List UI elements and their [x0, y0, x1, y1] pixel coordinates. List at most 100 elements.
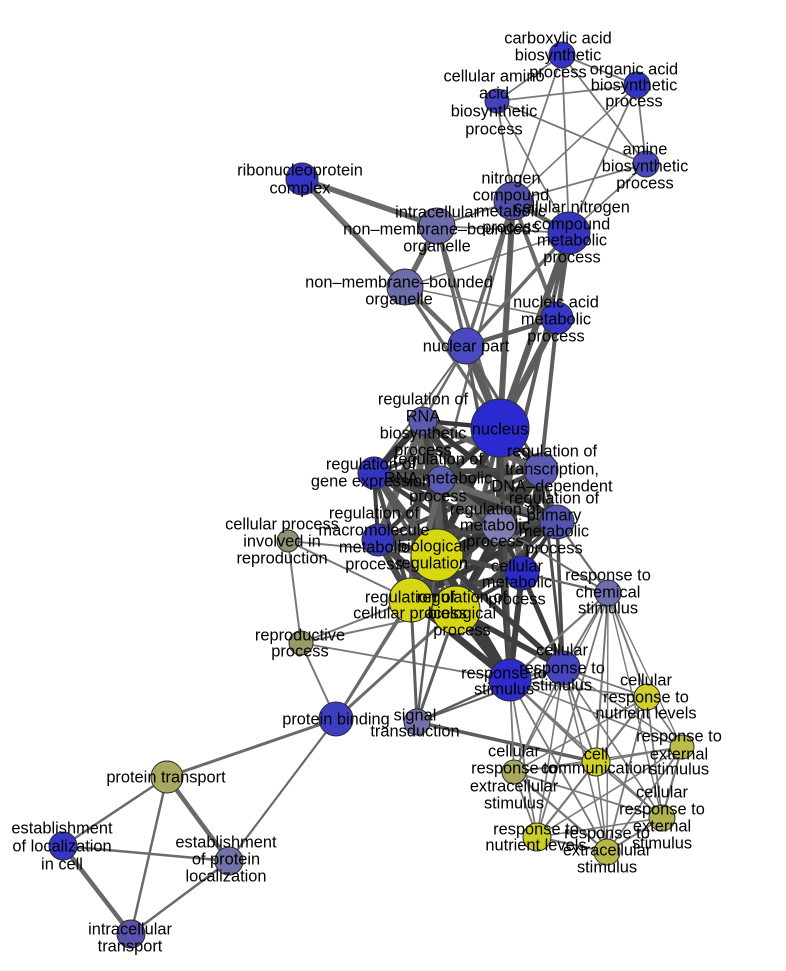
- svg-text:nucleic acid: nucleic acid: [513, 294, 599, 312]
- svg-text:reproductive: reproductive: [255, 627, 345, 645]
- svg-text:regulation of: regulation of: [365, 589, 456, 607]
- svg-text:compound: compound: [473, 187, 550, 205]
- svg-text:extracellular: extracellular: [563, 842, 652, 860]
- svg-text:external: external: [650, 746, 708, 764]
- svg-text:primary: primary: [527, 507, 582, 525]
- svg-text:protein binding: protein binding: [282, 711, 390, 729]
- svg-text:signal: signal: [394, 707, 437, 725]
- svg-text:macromolecule: macromolecule: [318, 522, 429, 540]
- svg-text:non–membrane–bounded: non–membrane–bounded: [305, 274, 493, 292]
- svg-text:regulation of: regulation of: [507, 443, 598, 461]
- svg-text:external: external: [633, 818, 691, 836]
- svg-text:nutrient levels: nutrient levels: [485, 837, 586, 855]
- svg-text:of localization: of localization: [12, 838, 111, 856]
- svg-text:carboxylic acid: carboxylic acid: [504, 30, 612, 48]
- svg-text:biological: biological: [428, 605, 496, 623]
- svg-text:cellular nitrogen: cellular nitrogen: [514, 199, 630, 217]
- svg-text:establishment: establishment: [175, 834, 277, 852]
- svg-text:nutrient levels: nutrient levels: [595, 705, 696, 723]
- svg-text:response to: response to: [603, 689, 689, 707]
- svg-text:stimulus: stimulus: [632, 835, 692, 853]
- svg-text:localization: localization: [185, 868, 266, 886]
- svg-text:cellular process: cellular process: [225, 516, 339, 534]
- svg-text:in cell: in cell: [41, 856, 83, 874]
- svg-text:stimulus: stimulus: [474, 681, 534, 699]
- svg-text:organic acid: organic acid: [590, 61, 678, 79]
- svg-text:intracellular: intracellular: [88, 921, 172, 939]
- svg-text:process: process: [543, 249, 600, 267]
- svg-text:response to: response to: [519, 660, 605, 678]
- svg-text:process: process: [271, 643, 328, 661]
- svg-text:process: process: [465, 121, 522, 139]
- svg-text:process: process: [529, 64, 586, 82]
- svg-text:metabolic: metabolic: [339, 539, 409, 557]
- svg-text:regulation of: regulation of: [509, 490, 600, 508]
- svg-text:response to: response to: [471, 760, 557, 778]
- svg-text:regulation of: regulation of: [417, 589, 508, 607]
- svg-text:compound: compound: [534, 216, 611, 234]
- svg-text:regulation of: regulation of: [450, 501, 541, 519]
- svg-text:biosynthetic: biosynthetic: [515, 47, 602, 65]
- svg-text:process: process: [466, 533, 523, 551]
- svg-text:gene expression: gene expression: [311, 473, 431, 491]
- svg-text:chemical: chemical: [576, 584, 641, 602]
- svg-text:cellular amino: cellular amino: [443, 68, 544, 86]
- svg-text:of protein: of protein: [192, 851, 260, 869]
- svg-text:extracellular: extracellular: [470, 778, 559, 796]
- svg-text:complex: complex: [269, 180, 331, 198]
- svg-text:stimulus: stimulus: [649, 761, 709, 779]
- svg-text:RNA: RNA: [406, 408, 441, 426]
- svg-text:regulation of: regulation of: [329, 505, 420, 523]
- svg-text:response to: response to: [461, 665, 547, 683]
- svg-text:amine: amine: [623, 141, 668, 159]
- svg-text:response to: response to: [564, 825, 650, 843]
- svg-text:non–membrane–bounded: non–membrane–bounded: [343, 221, 531, 239]
- svg-text:RNA metabolic: RNA metabolic: [384, 470, 492, 488]
- svg-text:biological: biological: [398, 538, 466, 556]
- svg-text:biosynthetic: biosynthetic: [602, 158, 689, 176]
- svg-text:cellular: cellular: [488, 743, 540, 761]
- svg-text:transduction: transduction: [370, 723, 459, 741]
- svg-text:biosynthetic: biosynthetic: [591, 77, 678, 95]
- svg-text:stimulus: stimulus: [578, 600, 638, 618]
- svg-text:stimulus: stimulus: [532, 677, 592, 695]
- svg-text:metabolic: metabolic: [521, 311, 591, 329]
- svg-text:ribonucleoprotein: ribonucleoprotein: [237, 162, 363, 180]
- svg-text:response to: response to: [565, 567, 651, 585]
- svg-text:organelle: organelle: [403, 238, 470, 256]
- svg-text:transport: transport: [98, 938, 163, 956]
- svg-text:biosynthetic: biosynthetic: [380, 425, 467, 443]
- svg-text:response to: response to: [493, 821, 579, 839]
- svg-text:cellular: cellular: [536, 642, 588, 660]
- svg-text:metabolic: metabolic: [482, 574, 552, 592]
- svg-text:response to: response to: [619, 801, 705, 819]
- svg-text:process: process: [525, 540, 582, 558]
- svg-text:stimulus: stimulus: [484, 795, 544, 813]
- svg-text:protein transport: protein transport: [106, 769, 226, 787]
- svg-text:nuclear part: nuclear part: [423, 338, 510, 356]
- svg-text:metabolic: metabolic: [519, 523, 589, 541]
- svg-text:DNA–dependent: DNA–dependent: [491, 478, 613, 496]
- svg-text:regulation of: regulation of: [393, 451, 484, 469]
- svg-text:establishment: establishment: [11, 820, 113, 838]
- svg-text:involved in: involved in: [243, 533, 320, 551]
- svg-text:metabolic: metabolic: [476, 203, 546, 221]
- svg-text:stimulus: stimulus: [577, 859, 637, 877]
- svg-text:process: process: [409, 488, 466, 506]
- svg-text:regulation: regulation: [396, 555, 468, 573]
- svg-text:metabolic: metabolic: [537, 232, 607, 250]
- svg-text:cellular process: cellular process: [353, 605, 467, 623]
- svg-text:cellular: cellular: [620, 672, 672, 690]
- svg-text:biosynthetic: biosynthetic: [451, 103, 538, 121]
- svg-text:process: process: [605, 93, 662, 111]
- svg-text:process: process: [488, 591, 545, 609]
- svg-text:regulation of: regulation of: [378, 391, 469, 409]
- svg-text:cellular: cellular: [636, 784, 688, 802]
- svg-text:organelle: organelle: [365, 291, 432, 309]
- svg-text:response to: response to: [636, 728, 722, 746]
- svg-text:process: process: [482, 219, 539, 237]
- svg-text:regulation of: regulation of: [326, 456, 417, 474]
- svg-text:process: process: [616, 175, 673, 193]
- svg-text:transcription,: transcription,: [505, 461, 599, 479]
- svg-text:cell: cell: [584, 746, 609, 764]
